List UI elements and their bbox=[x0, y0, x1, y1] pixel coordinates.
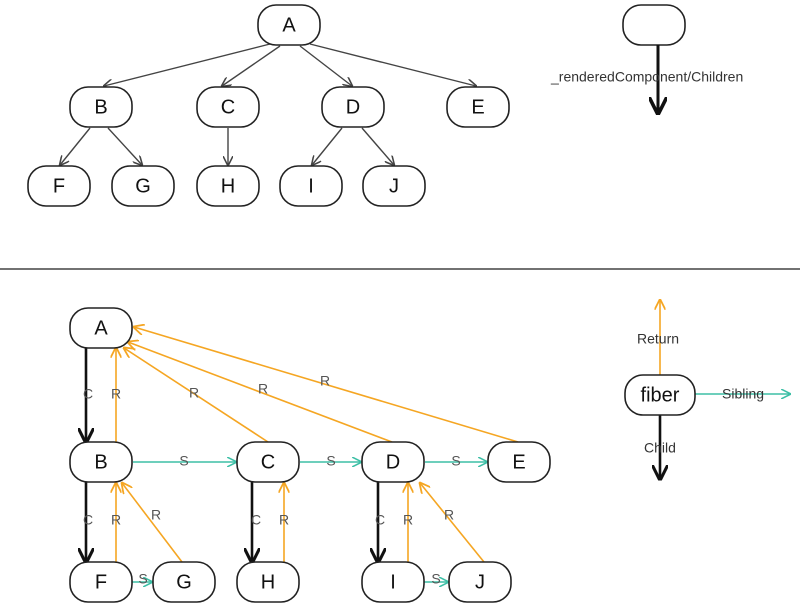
top-edge-d-j bbox=[361, 127, 394, 165]
edge-label-c-d-i: C bbox=[375, 512, 385, 528]
svg-text:A: A bbox=[282, 14, 296, 36]
top-node-i: I bbox=[279, 165, 343, 207]
top-tree-edges bbox=[60, 43, 476, 165]
legend-empty-node bbox=[622, 4, 686, 46]
bottom-legend: Return Sibling Child fiber bbox=[624, 300, 790, 479]
top-node-g: G bbox=[111, 165, 175, 207]
svg-text:G: G bbox=[176, 571, 192, 593]
svg-text:C: C bbox=[261, 451, 275, 473]
bottom-node-j: J bbox=[448, 561, 512, 603]
bottom-node-g: G bbox=[152, 561, 216, 603]
bottom-return-edges bbox=[116, 327, 519, 563]
svg-text:I: I bbox=[308, 175, 314, 197]
edge-label-r-g-b: R bbox=[151, 507, 161, 523]
svg-text:F: F bbox=[53, 175, 65, 197]
edge-label-s-f-g: S bbox=[138, 571, 147, 587]
top-edge-b-g bbox=[107, 127, 142, 165]
top-edge-a-e bbox=[309, 43, 476, 86]
return-edge-c-a bbox=[124, 348, 269, 443]
return-edge-j-d bbox=[420, 483, 485, 563]
bottom-node-h: H bbox=[236, 561, 300, 603]
legend-return-label: Return bbox=[637, 331, 679, 347]
bottom-edge-labels: C R R R R S S S C R R C R C R R S S bbox=[83, 373, 461, 587]
legend-children-caption: _renderedComponent/Children bbox=[550, 69, 743, 85]
edge-label-r-d-a: R bbox=[258, 381, 268, 397]
svg-text:G: G bbox=[135, 175, 151, 197]
svg-text:J: J bbox=[389, 175, 399, 197]
bottom-node-a: A bbox=[69, 307, 133, 349]
svg-text:fiber: fiber bbox=[641, 384, 680, 406]
svg-text:H: H bbox=[261, 571, 275, 593]
bottom-tree-nodes: A B C D E F G H bbox=[69, 307, 551, 603]
edge-label-r-c-a: R bbox=[189, 385, 199, 401]
bottom-node-e: E bbox=[487, 441, 551, 483]
edge-label-s-d-e: S bbox=[451, 453, 460, 469]
top-edge-a-d bbox=[299, 45, 352, 86]
svg-text:C: C bbox=[221, 96, 235, 118]
svg-text:J: J bbox=[475, 571, 485, 593]
top-edge-a-c bbox=[222, 45, 281, 86]
top-node-c: C bbox=[196, 86, 260, 128]
return-edge-d-a bbox=[128, 342, 393, 443]
top-node-j: J bbox=[362, 165, 426, 207]
edge-label-s-i-j: S bbox=[431, 571, 440, 587]
top-edge-a-b bbox=[104, 43, 271, 86]
svg-text:E: E bbox=[471, 96, 484, 118]
svg-text:B: B bbox=[94, 96, 107, 118]
svg-text:E: E bbox=[512, 451, 525, 473]
svg-text:A: A bbox=[94, 317, 108, 339]
top-node-h: H bbox=[196, 165, 260, 207]
svg-text:I: I bbox=[390, 571, 396, 593]
bottom-node-b: B bbox=[69, 441, 133, 483]
top-edge-b-f bbox=[60, 127, 91, 165]
top-node-f: F bbox=[27, 165, 91, 207]
edge-label-s-b-c: S bbox=[179, 453, 188, 469]
bottom-node-c: C bbox=[236, 441, 300, 483]
top-legend: _renderedComponent/Children bbox=[550, 4, 743, 113]
return-edge-e-a bbox=[134, 327, 519, 443]
bottom-child-edges bbox=[86, 345, 378, 562]
top-edge-d-i bbox=[312, 127, 343, 165]
edge-label-r-i-d: R bbox=[403, 512, 413, 528]
bottom-sibling-edges bbox=[132, 462, 487, 582]
return-edge-g-b bbox=[122, 483, 183, 563]
top-node-e: E bbox=[446, 86, 510, 128]
edge-label-s-c-d: S bbox=[326, 453, 335, 469]
bottom-node-f: F bbox=[69, 561, 133, 603]
top-tree-nodes: A B C D E F G H bbox=[27, 4, 510, 207]
edge-label-r-j-d: R bbox=[444, 507, 454, 523]
edge-label-r-f-b: R bbox=[111, 512, 121, 528]
legend-child-label: Child bbox=[644, 440, 676, 456]
edge-label-r-e-a: R bbox=[320, 373, 330, 389]
edge-label-r-h-c: R bbox=[279, 512, 289, 528]
edge-label-c-c-h: C bbox=[251, 512, 261, 528]
legend-sibling-label: Sibling bbox=[722, 386, 764, 402]
edge-label-r-b-a: R bbox=[111, 386, 121, 402]
svg-text:D: D bbox=[386, 451, 400, 473]
bottom-node-i: I bbox=[361, 561, 425, 603]
svg-text:B: B bbox=[94, 451, 107, 473]
svg-text:H: H bbox=[221, 175, 235, 197]
bottom-node-d: D bbox=[361, 441, 425, 483]
edge-label-c-b-f: C bbox=[83, 512, 93, 528]
top-node-d: D bbox=[321, 86, 385, 128]
svg-text:D: D bbox=[346, 96, 360, 118]
top-node-b: B bbox=[69, 86, 133, 128]
svg-text:F: F bbox=[95, 571, 107, 593]
top-node-a: A bbox=[257, 4, 321, 46]
legend-fiber-node: fiber bbox=[624, 374, 696, 416]
edge-label-c-a-b: C bbox=[83, 386, 93, 402]
